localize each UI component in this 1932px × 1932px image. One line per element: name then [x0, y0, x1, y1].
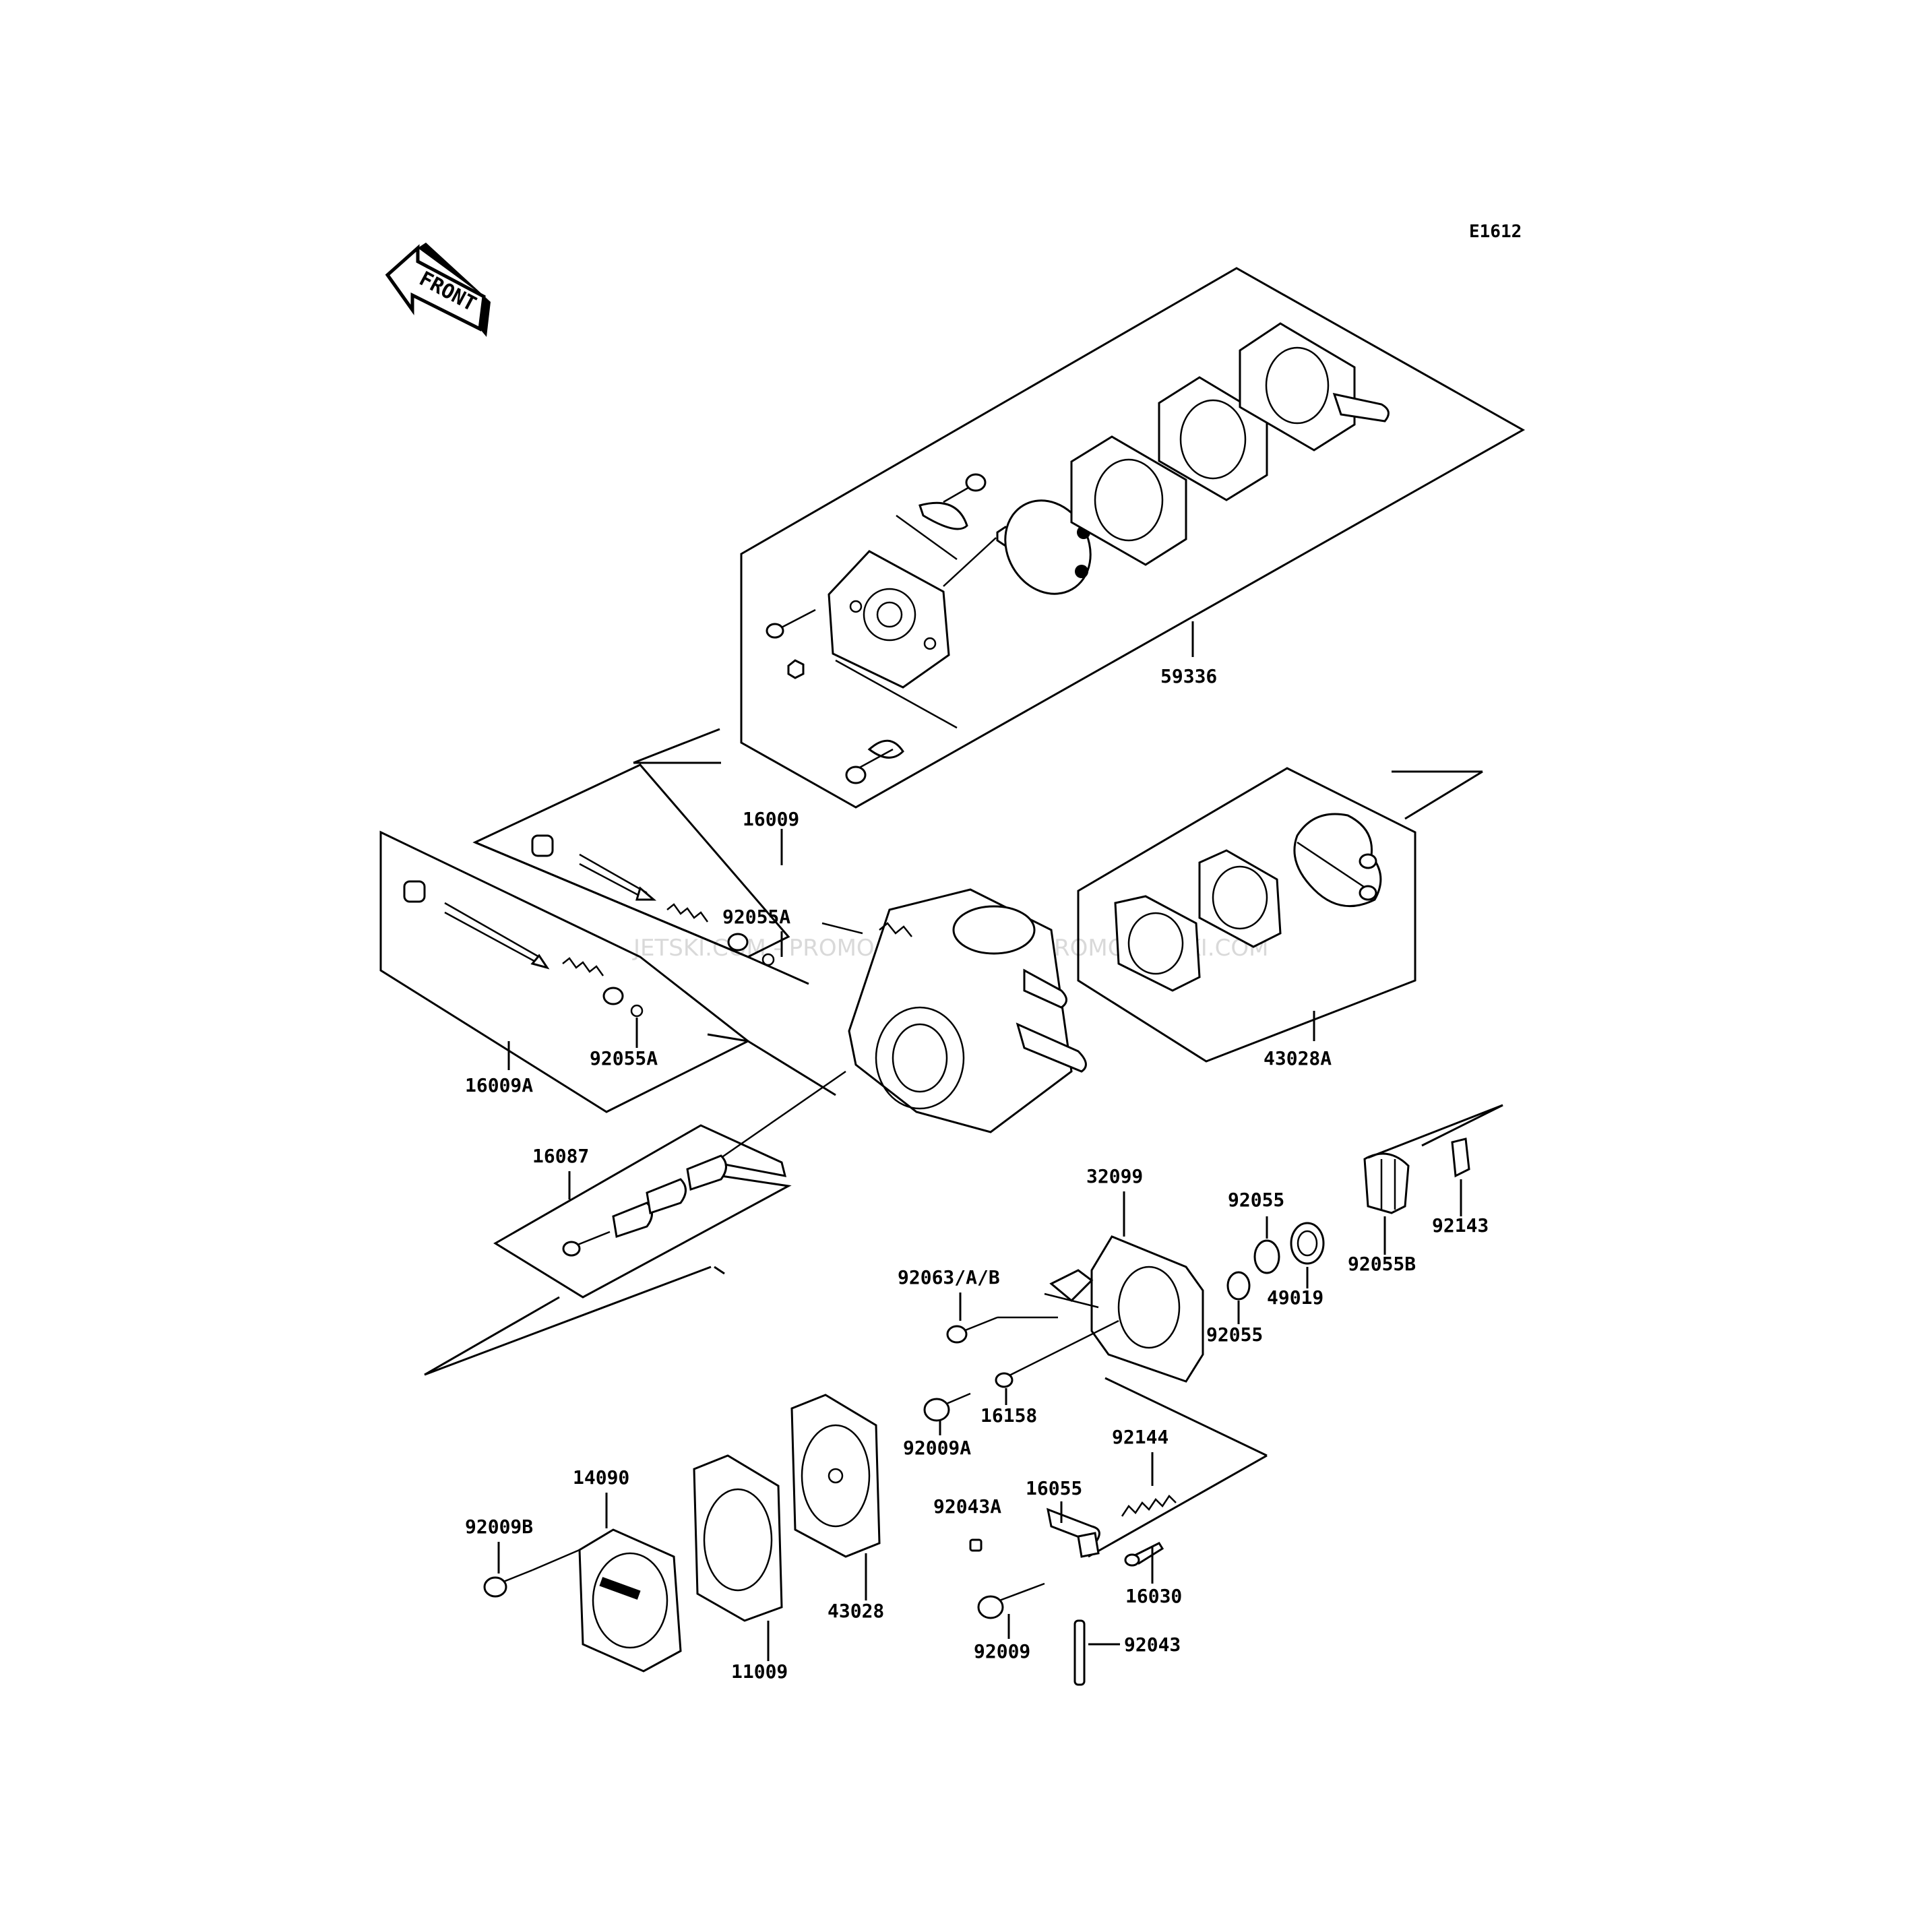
lever-kit-lead-lines: [1088, 1377, 1268, 1558]
pump-diaphragm-ring-part: [1004, 499, 1092, 595]
fuel-pump-cover-part: [766, 550, 958, 729]
carburetor-body-part: [714, 888, 1087, 1164]
needle-16030-part: [1124, 1542, 1164, 1567]
label-16158: 16158: [980, 1404, 1037, 1427]
label-43028A: 43028A: [1264, 1047, 1332, 1069]
gasket-11009-part: [693, 1454, 783, 1622]
o-ring-92055-2-part: [1226, 1271, 1251, 1301]
front-arrow-icon: FRONT: [385, 243, 491, 337]
label-49019: 49019: [1267, 1286, 1323, 1309]
gasket-43028A-2-part: [1198, 849, 1282, 948]
screw-92009B-part: [483, 1549, 580, 1598]
cap-49019-part: [1290, 1222, 1325, 1265]
air-screw-assembly-1-part: [531, 834, 775, 966]
kit-59336-box: [633, 267, 1526, 809]
label-92009B: 92009B: [465, 1516, 533, 1538]
o-ring-92055-1-part: [1253, 1239, 1280, 1274]
label-92144: 92144: [1112, 1426, 1168, 1448]
label-16009: 16009: [743, 808, 799, 830]
cover-14090-part: [578, 1528, 682, 1673]
gasket-43028A-1-part: [1114, 895, 1201, 992]
label-32099: 32099: [1086, 1165, 1143, 1187]
kit-16009A-box: [379, 830, 836, 1113]
label-16030: 16030: [1125, 1585, 1182, 1607]
kit-43028A-box: [1077, 767, 1483, 1063]
label-11009: 11009: [731, 1660, 788, 1683]
label-92055A-2: 92055A: [590, 1047, 658, 1069]
label-92055-1: 92055: [1228, 1189, 1284, 1211]
lever-16055-part: [1046, 1507, 1100, 1558]
diaphragm-43028-part: [790, 1394, 881, 1558]
label-92055B: 92055B: [1348, 1253, 1416, 1275]
pump-gasket-1-part: [1070, 435, 1187, 566]
screw-92009A-part: [923, 1392, 971, 1422]
kit-16009-box: [472, 764, 809, 985]
label-92043: 92043: [1124, 1633, 1181, 1656]
label-92063: 92063/A/B: [898, 1266, 1000, 1288]
diaphragm-43028A-part: [1293, 813, 1382, 908]
pump-screw-bottom-part: [845, 739, 904, 784]
label-92143: 92143: [1432, 1214, 1489, 1237]
label-92055-2: 92055: [1206, 1323, 1263, 1346]
clip-92143-part: [1451, 1138, 1470, 1178]
label-16087: 16087: [532, 1145, 589, 1167]
diagram-code: E1612: [1469, 222, 1522, 242]
spring-92144-part: [1121, 1495, 1177, 1517]
pin-92043A-part: [969, 1538, 983, 1552]
check-valve-plates-part: [562, 1154, 727, 1257]
label-43028: 43028: [828, 1600, 884, 1622]
air-screw-assembly-2-part: [403, 880, 644, 1018]
assembly-lead-lines: [424, 1266, 725, 1376]
label-59336: 59336: [1160, 665, 1217, 687]
label-16009A: 16009A: [465, 1074, 533, 1096]
pin-92043-part: [1073, 1619, 1086, 1686]
bracket-lead-lines: [1367, 1104, 1503, 1159]
screw-92063-part: [946, 1316, 1058, 1344]
pump-cover-32099-part: [1044, 1235, 1204, 1383]
label-92043A: 92043A: [933, 1495, 1001, 1518]
screw-92009-part: [977, 1582, 1045, 1619]
pump-screw-top-part: [896, 473, 1015, 587]
pump-body-part: [1239, 322, 1390, 451]
label-16055: 16055: [1026, 1477, 1082, 1499]
label-14090: 14090: [573, 1466, 629, 1489]
screw-16158-part: [995, 1319, 1119, 1388]
label-92009A: 92009A: [903, 1437, 971, 1459]
bracket-92055B-part: [1363, 1152, 1410, 1214]
label-92055A-1: 92055A: [722, 906, 790, 928]
label-92009: 92009: [974, 1640, 1030, 1662]
